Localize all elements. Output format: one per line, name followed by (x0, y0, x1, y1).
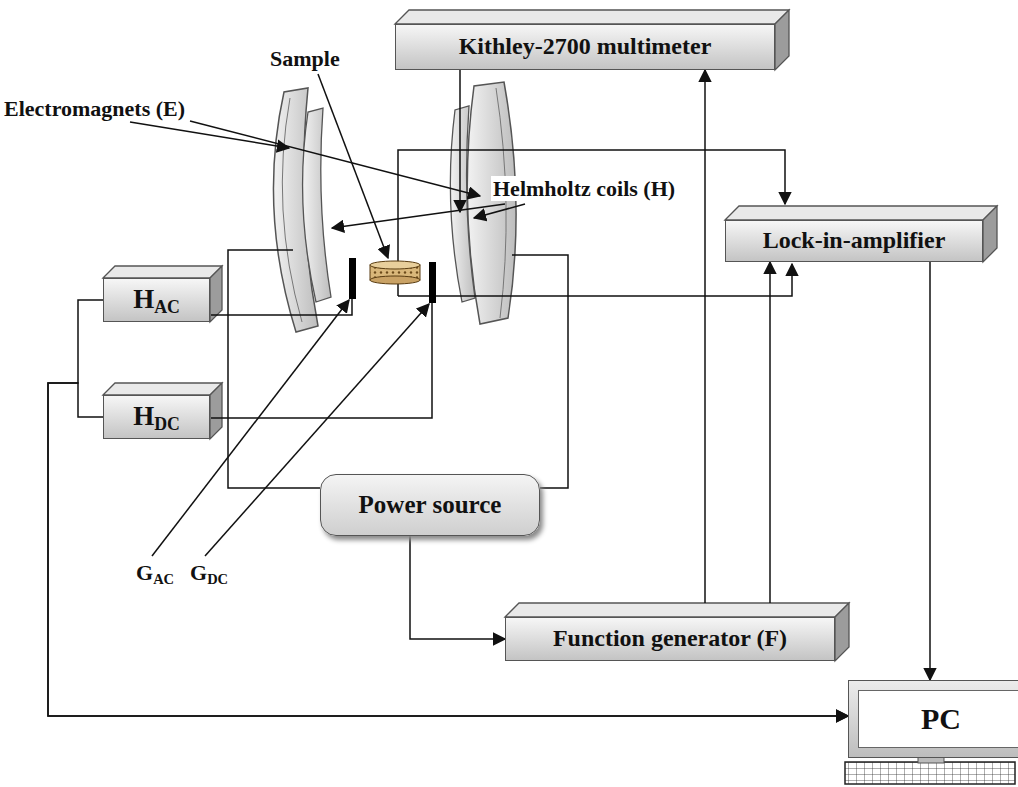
leader-line (474, 204, 525, 218)
signal-label: GDC (188, 560, 230, 585)
box-side-face (775, 10, 789, 70)
signal-connector (410, 536, 505, 639)
box-top-face (395, 10, 789, 24)
leader-line (318, 74, 388, 258)
box-text: Kithley-2700 multimeter (459, 33, 712, 61)
electromagnet-right-edge (496, 88, 506, 318)
instrument-box: Kithley-2700 multimeter (395, 24, 775, 70)
box-side-face (835, 603, 849, 661)
box-text: Function generator (F) (553, 625, 787, 653)
box-side-face (983, 206, 997, 262)
computer-monitor: PC (848, 680, 1018, 758)
power-wire-right (512, 255, 568, 488)
box-text: PC (858, 690, 1018, 748)
source-box: HAC (103, 278, 210, 322)
keyboard (845, 762, 1015, 784)
signal-connector (48, 300, 848, 716)
signal-connector (769, 262, 771, 603)
coil-signal-wire-bottom (398, 264, 792, 296)
box-text: Lock-in-amplifier (763, 227, 946, 255)
power-box: Power source (320, 474, 540, 536)
power-wire-left (228, 250, 320, 488)
sample-base (370, 276, 420, 284)
signal-connector (929, 262, 931, 680)
box-text: HDC (133, 401, 180, 432)
electromagnet-left-edge (282, 98, 302, 322)
box-top-face (505, 603, 849, 617)
hdc-wire (211, 303, 432, 418)
signal-label: GAC (134, 560, 176, 585)
box-top-face (725, 206, 997, 220)
pickup-coil-dc (429, 262, 436, 303)
hac-wire (211, 299, 352, 315)
box-side-face (210, 383, 222, 439)
box-side-face (210, 266, 222, 322)
leader-line (190, 121, 480, 196)
box-top-face (103, 266, 222, 278)
sample-top (370, 261, 420, 269)
part-label: Sample (268, 46, 342, 71)
part-label: Helmholtz coils (H) (491, 176, 677, 201)
box-top-face (103, 383, 222, 395)
instrument-box: Lock-in-amplifier (725, 220, 983, 262)
pickup-coil-ac (349, 258, 356, 299)
box-extrusions (103, 10, 997, 661)
signal-connector (48, 383, 848, 716)
source-box: HDC (103, 395, 210, 439)
box-text: HAC (133, 284, 180, 315)
part-label: Electromagnets (E) (2, 96, 187, 121)
signal-connector (704, 70, 706, 603)
instrument-box: Function generator (F) (505, 617, 835, 661)
electromagnet-right (467, 82, 516, 324)
box-text: Power source (359, 491, 502, 520)
helmholtz-coil-right (450, 106, 475, 302)
helmholtz-coil-left (303, 108, 331, 302)
